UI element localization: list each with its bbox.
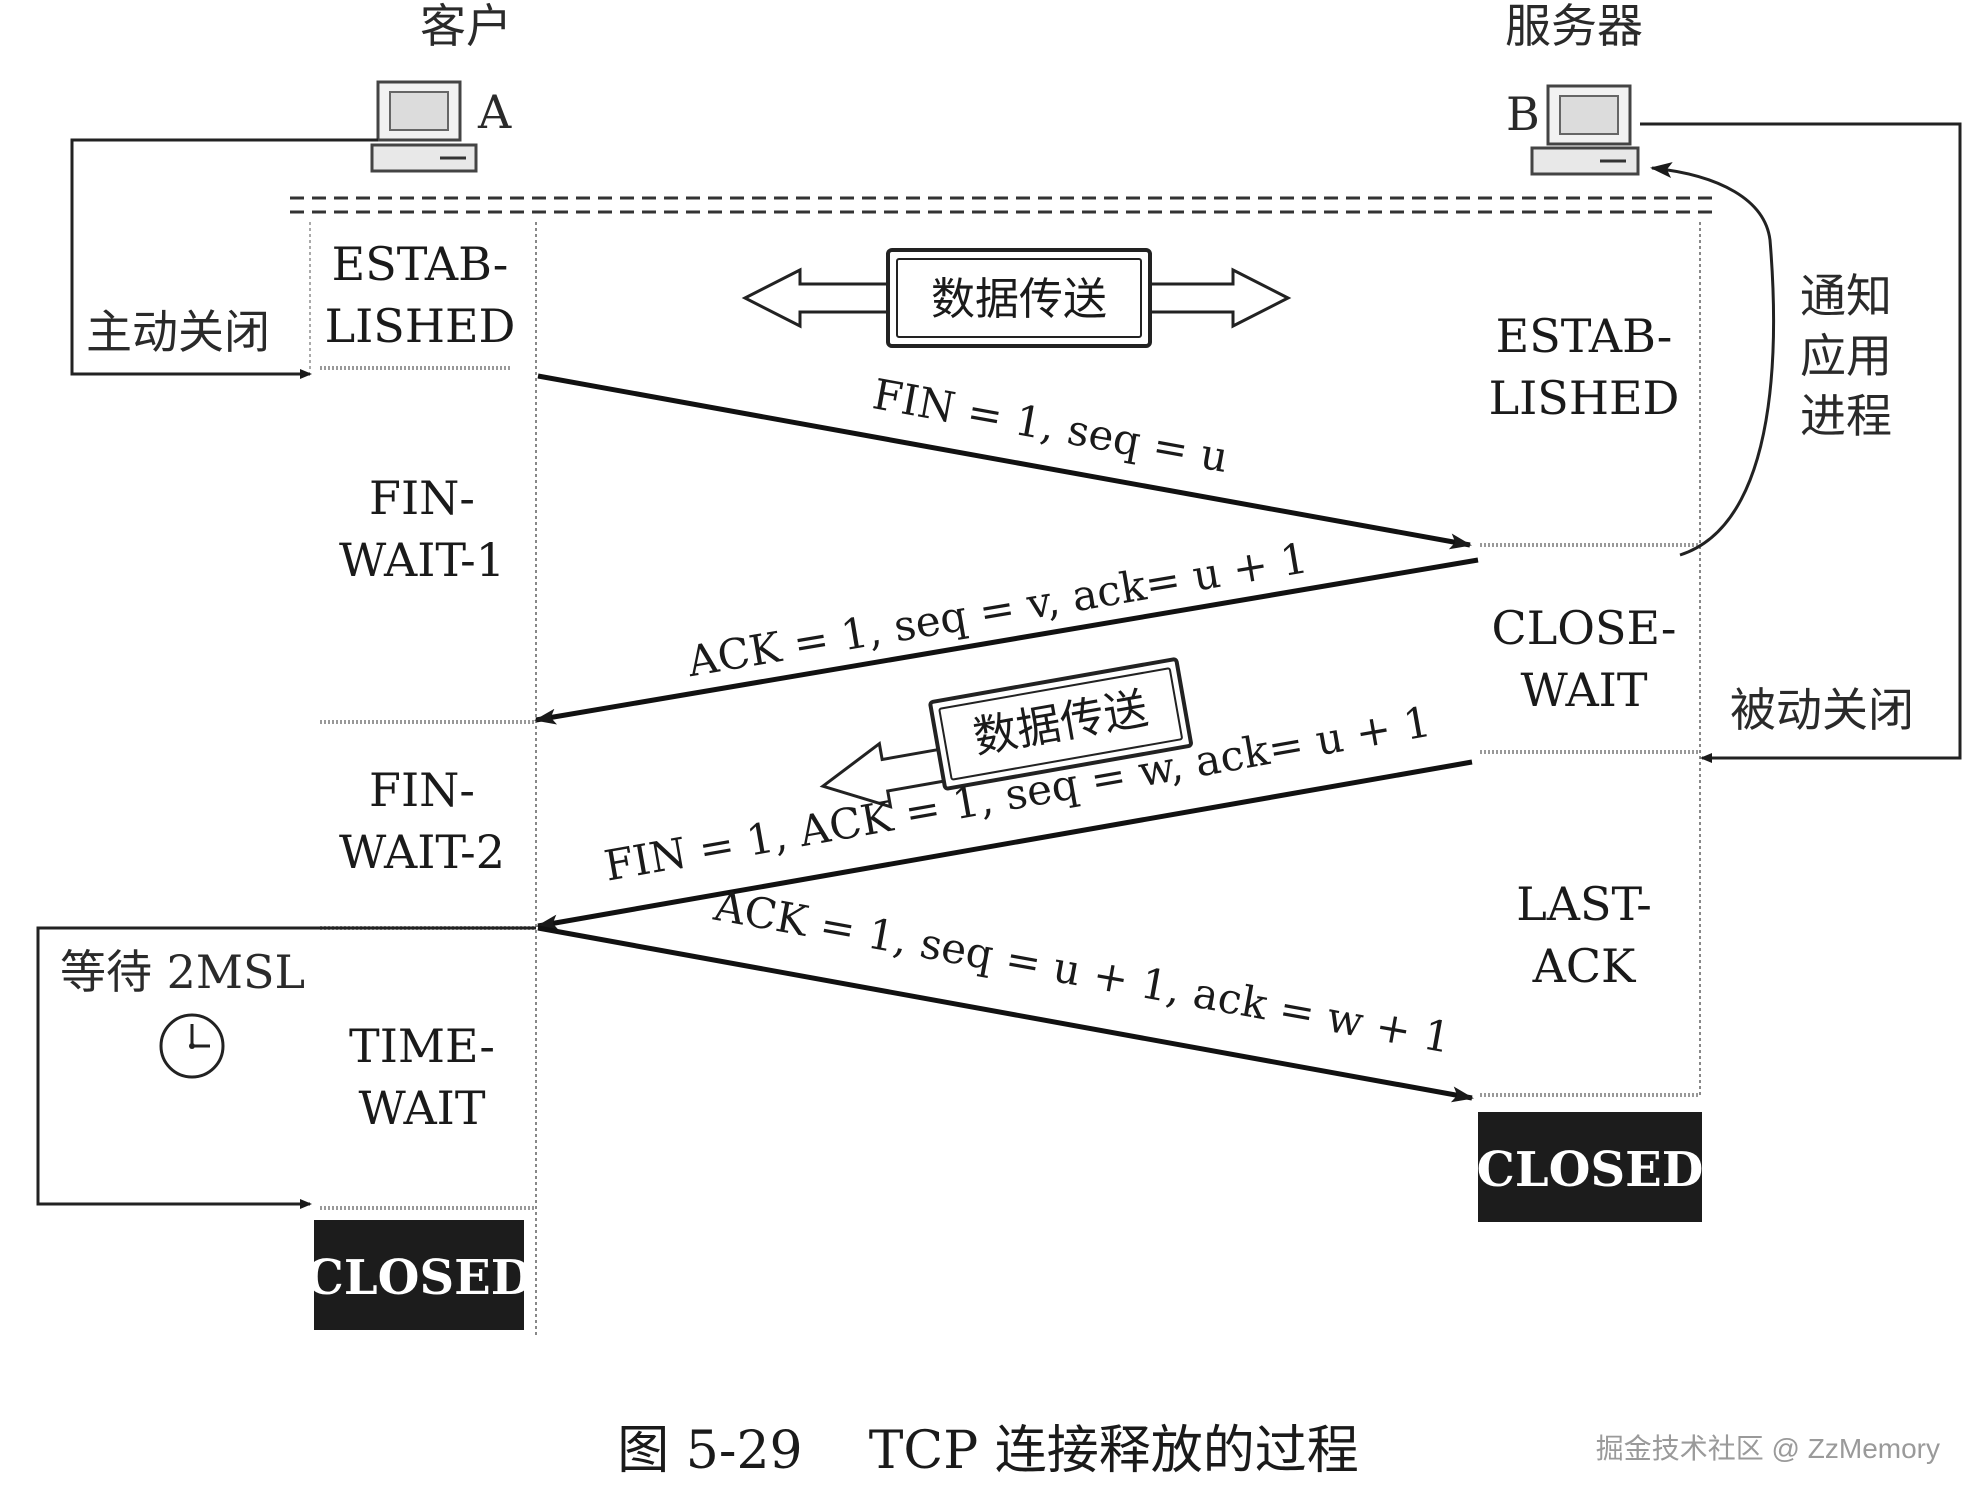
- data-transfer-label: 数据传送: [931, 274, 1107, 325]
- client-state-fin-wait-2-a: FIN-: [369, 763, 475, 817]
- server-state-established-1: ESTAB-: [1496, 309, 1673, 363]
- client-state-established-2: LISHED: [325, 299, 516, 353]
- client-label: A: [477, 85, 512, 139]
- client-state-fin-wait-2-b: WAIT-2: [339, 825, 505, 879]
- wait-2msl-arrow: [36, 926, 536, 1209]
- active-close-label: 主动关闭: [86, 305, 270, 359]
- message-arrow-ack: [534, 557, 1479, 725]
- server-state-established-2: LISHED: [1489, 371, 1680, 425]
- server-state-closed: CLOSED: [1477, 1142, 1704, 1198]
- passive-close-arrow: [1640, 122, 1962, 763]
- server-state-last-ack-b: ACK: [1532, 939, 1637, 993]
- server-state-close-wait-b: WAIT: [1520, 663, 1647, 717]
- server-state-last-ack-a: LAST-: [1516, 877, 1652, 931]
- message-arrow-final-ack: [537, 925, 1474, 1103]
- server-closed-box: [1478, 1112, 1702, 1222]
- client-computer-icon: [370, 80, 478, 173]
- wait-2msl-label: 等待 2MSL: [60, 945, 305, 999]
- watermark: 掘金技术社区 @ ZzMemory: [1596, 1433, 1940, 1464]
- notify-label-2: 应用: [1800, 329, 1892, 383]
- notify-application-arrow: [1650, 162, 1776, 557]
- client-closed-box: [314, 1220, 524, 1330]
- data-transfer-one-way: 数据传送: [819, 657, 1193, 809]
- clock-icon: [159, 1013, 225, 1079]
- active-close-arrow: [70, 138, 378, 379]
- server-title: 服务器: [1505, 0, 1643, 53]
- message-final-ack: ACK = 1, seq = u + 1, ack = w + 1: [710, 881, 1455, 1063]
- client-state-fin-wait-1-a: FIN-: [369, 471, 475, 525]
- client-state-established-1: ESTAB-: [332, 237, 509, 291]
- message-ack: ACK = 1, seq = v, ack= u + 1: [683, 533, 1311, 686]
- server-label: B: [1506, 87, 1540, 141]
- client-title: 客户: [420, 0, 512, 53]
- client-state-time-wait-a: TIME-: [349, 1019, 495, 1073]
- notify-label-1: 通知: [1800, 269, 1892, 323]
- server-computer-icon: [1530, 84, 1640, 176]
- passive-close-label: 被动关闭: [1730, 683, 1914, 737]
- message-fin: FIN = 1, seq = u: [869, 369, 1232, 482]
- client-state-fin-wait-1-b: WAIT-1: [339, 533, 505, 587]
- client-state-closed: CLOSED: [306, 1250, 533, 1306]
- server-state-close-wait-a: CLOSE-: [1492, 601, 1677, 655]
- client-state-time-wait-b: WAIT: [358, 1081, 485, 1135]
- notify-label-3: 进程: [1800, 389, 1892, 443]
- data-transfer-bidirectional: 数据传送: [741, 248, 1292, 348]
- message-arrow-fin-ack: [536, 759, 1473, 931]
- figure-caption: 图 5-29 TCP 连接释放的过程: [617, 1421, 1358, 1481]
- message-arrow-fin: [537, 373, 1472, 550]
